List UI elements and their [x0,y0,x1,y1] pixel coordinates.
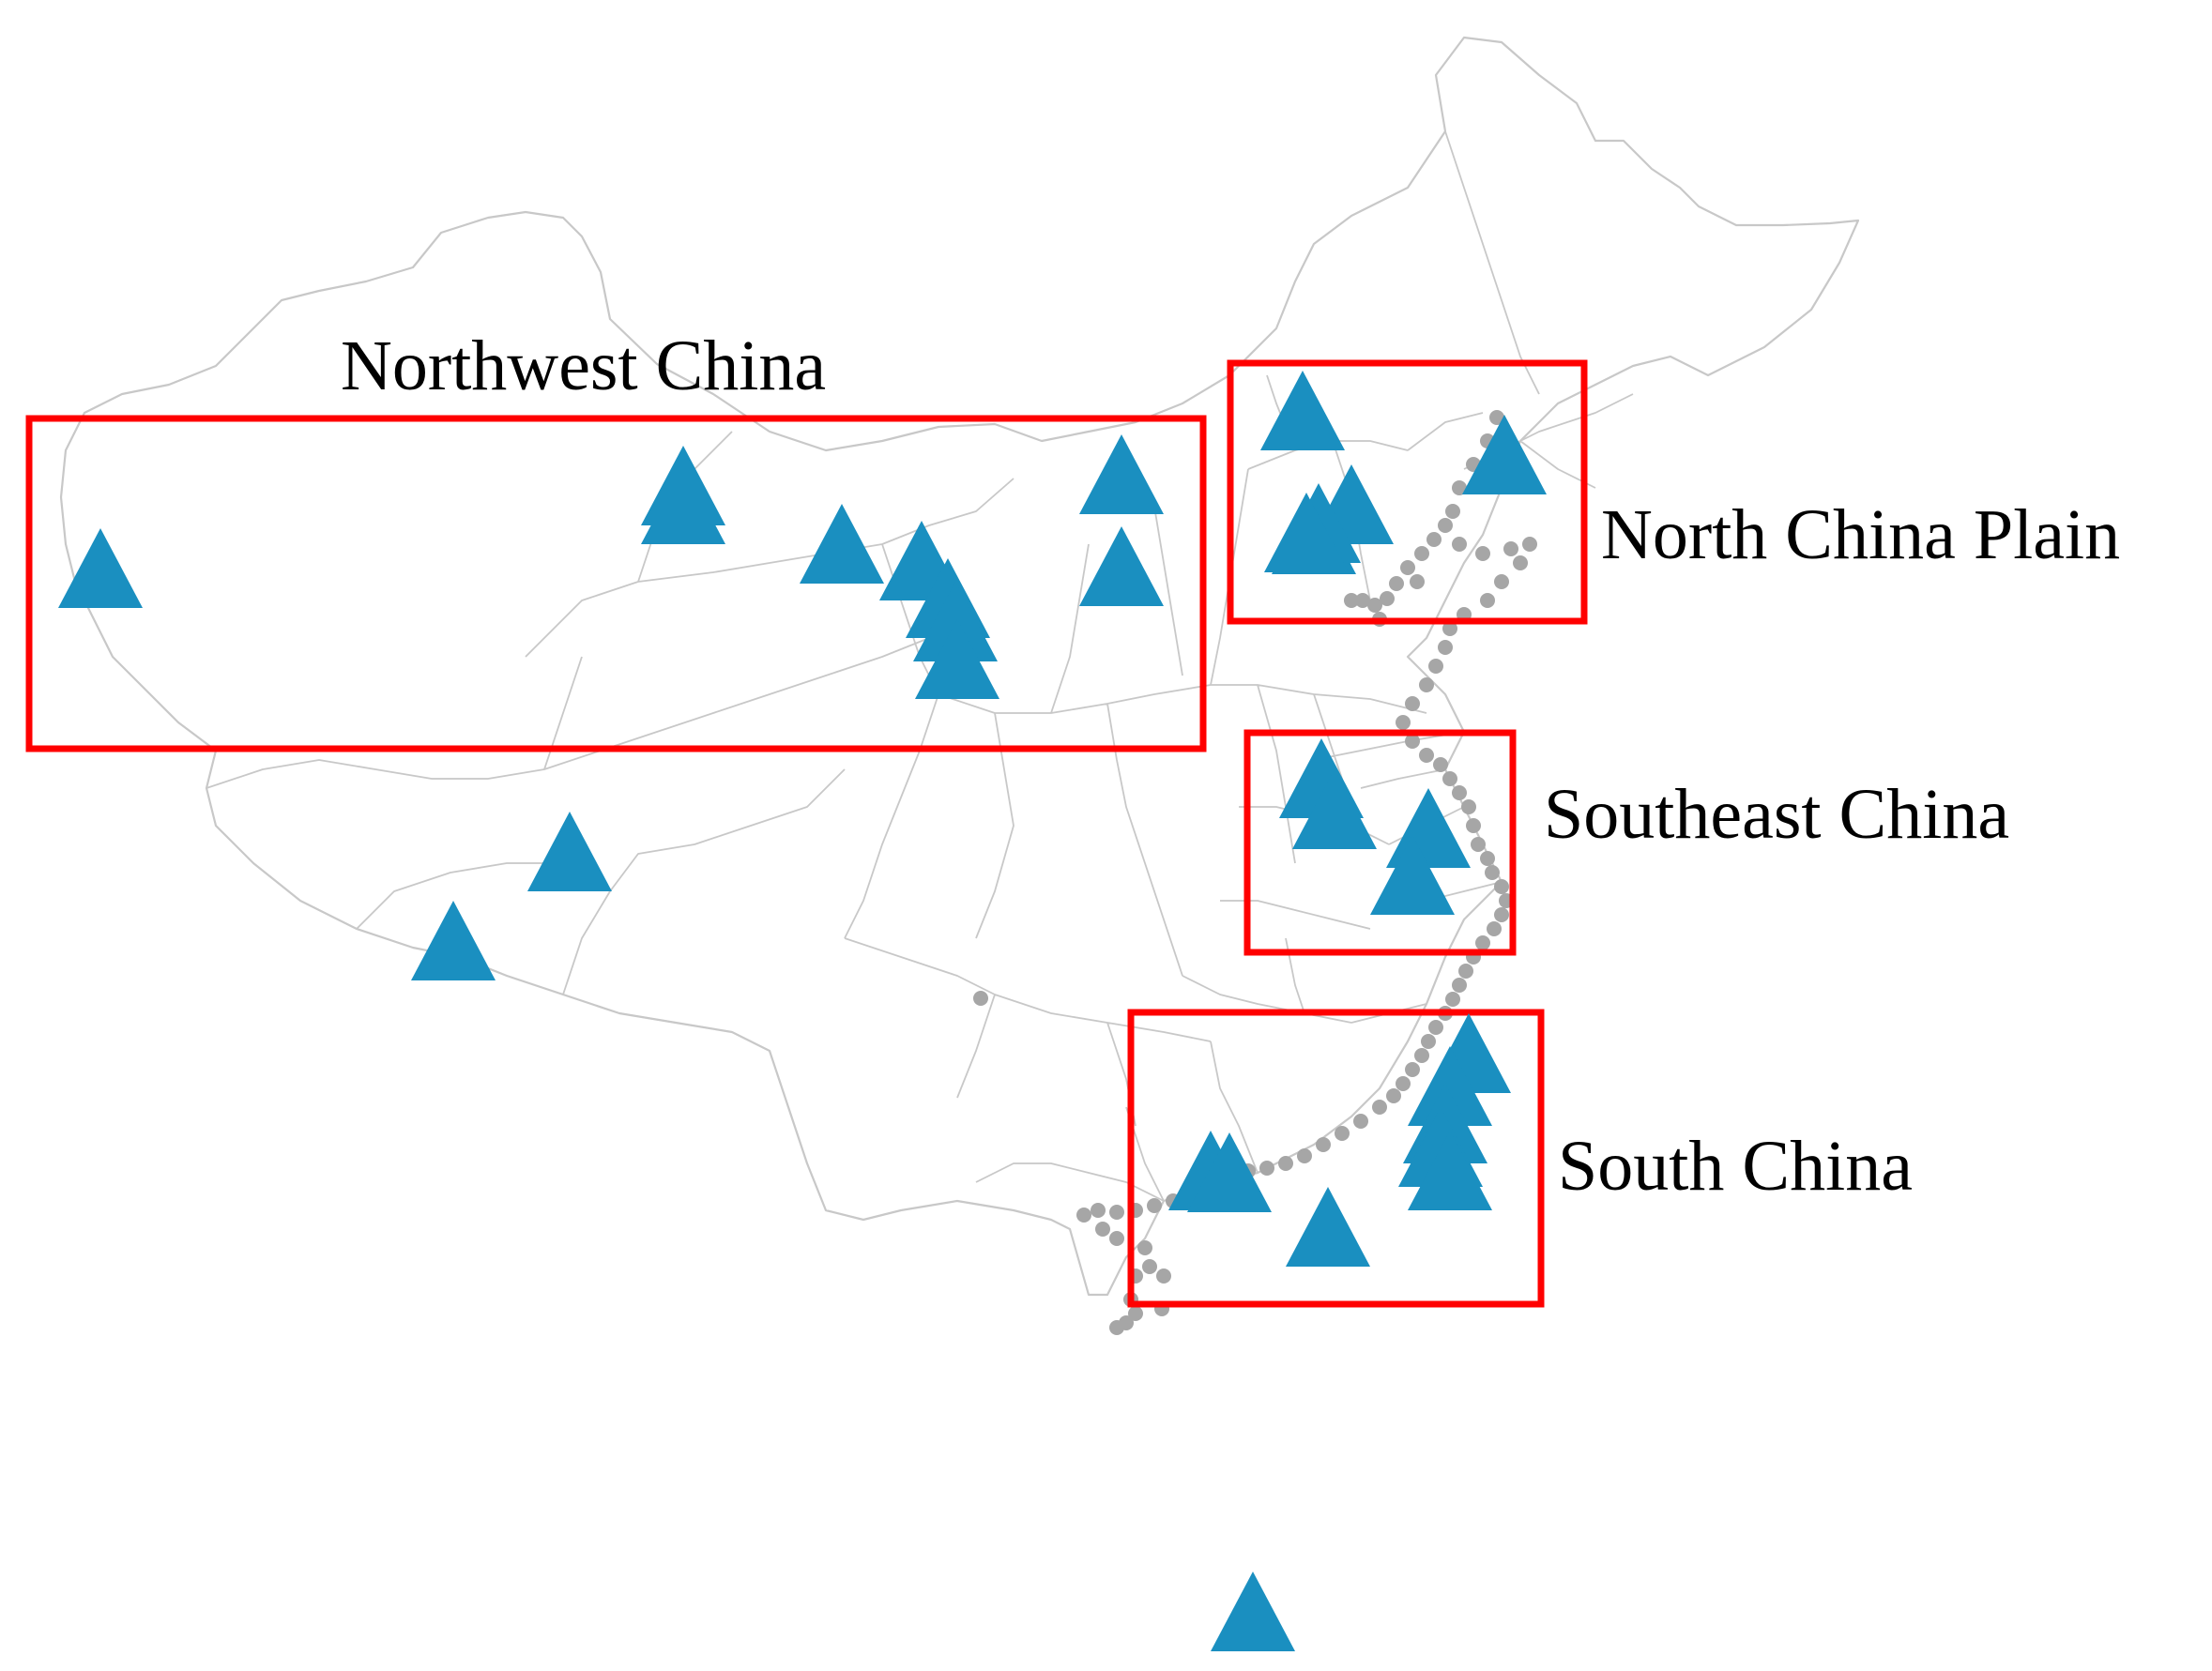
coast-dot [1438,640,1453,655]
coast-dot [1414,546,1429,561]
coast-dot [1344,593,1359,608]
coast-dot [1355,593,1370,608]
coast-dot [1494,879,1509,894]
coast-dot [1480,851,1495,866]
coast-dot [1353,1114,1368,1129]
coast-dot [1396,1076,1411,1091]
site-triangle-icon [1260,371,1345,450]
coast-dot [1494,907,1509,922]
coast-dot [1485,865,1500,880]
coast-dot [1367,598,1382,613]
coast-dot [1466,818,1481,833]
coast-dot [1458,964,1473,979]
coast-dot [1480,593,1495,608]
coast-dot [1475,935,1490,950]
coast-dot [1386,1088,1401,1103]
site-triangle-icon [58,528,143,608]
site-triangle-icon [1079,434,1164,514]
coast-dot [1259,1161,1274,1176]
coast-dot [1522,537,1537,552]
site-triangle-icon [1286,1187,1370,1267]
coast-dot [1076,1208,1091,1223]
coast-dot [1426,532,1442,547]
coast-dot [1419,748,1434,763]
site-triangle-icon [641,446,725,525]
site-triangle-icon [411,901,496,980]
coast-dot [1452,537,1467,552]
coast-dot [1452,978,1467,993]
coast-dot [1400,560,1415,575]
coast-dot [1405,696,1420,711]
coast-dot [1156,1268,1171,1284]
coast-dot [1380,591,1395,606]
coast-dot [1428,659,1443,674]
label-south-china: South China [1558,1127,1913,1206]
coast-dot [1396,715,1411,730]
coast-dot [1442,771,1457,786]
site-triangle-icon [1079,526,1164,606]
coast-dot [1109,1231,1124,1246]
site-triangle-icon [913,582,998,661]
coast-dot [1414,1048,1429,1063]
coast-dot [1421,1034,1436,1049]
label-northwest-china: Northwest China [341,327,827,405]
coast-dot [1147,1198,1162,1213]
coast-dot [1419,677,1434,692]
label-north-china-plain: North China Plain [1601,495,2121,574]
region-box-north-china-plain [1227,359,1588,625]
coast-dot [1316,1137,1331,1152]
site-triangle-icon [1187,1132,1272,1212]
coast-dot [1410,574,1425,589]
province-lines [206,130,1634,1202]
site-triangle-icon [800,504,884,584]
coast-dot [1475,546,1490,561]
coast-dot [1438,518,1453,533]
coast-dot [1091,1203,1106,1218]
coast-dot [1428,1020,1443,1035]
site-triangle-icon [1264,493,1349,572]
coast-dot [1142,1259,1157,1274]
coast-dot [1278,1156,1293,1171]
coast-dot [1445,992,1460,1007]
coast-dot [1389,576,1404,591]
site-triangle-icon [1292,769,1377,849]
coast-dot [1471,837,1486,852]
site-triangle-icon [1408,1046,1492,1126]
coast-dot [1128,1306,1143,1321]
coast-dot [1109,1205,1124,1220]
coast-dot [1452,785,1467,800]
site-triangle-icon [1211,1572,1295,1651]
site-triangle-icon [527,812,612,891]
coast-dot [1513,555,1528,570]
site-triangle-icon [915,619,999,699]
label-southeast-china: Southeast China [1544,775,2010,854]
region-box-northwest [25,415,1207,752]
coast-dot [1095,1222,1110,1237]
site-triangle-icon [1370,835,1455,915]
region-boxes [25,359,1588,1308]
coast-dot [1405,1062,1420,1077]
coast-dot [1489,410,1504,425]
region-box-south [1127,1009,1545,1308]
coast-dot [1487,921,1502,936]
coast-dot [1452,480,1467,495]
coast-dot [1494,574,1509,589]
coast-dot [1405,734,1420,749]
coast-dot [1137,1240,1152,1255]
coast-dot [1335,1126,1350,1141]
coast-dot [1372,1100,1387,1115]
coast-dot [1461,799,1476,814]
coast-dot [1109,1320,1124,1335]
coast-dot [1503,541,1518,556]
site-triangle-icon [1462,415,1547,494]
coast-dot [1297,1148,1312,1163]
coast-dot [1433,757,1448,772]
site-triangle-icon [1408,1131,1492,1210]
coast-dot [1445,504,1460,519]
coast-dot [973,991,988,1006]
coast-dot [1442,621,1457,636]
site-markers [58,371,1547,1651]
region-box-southeast [1243,729,1517,956]
